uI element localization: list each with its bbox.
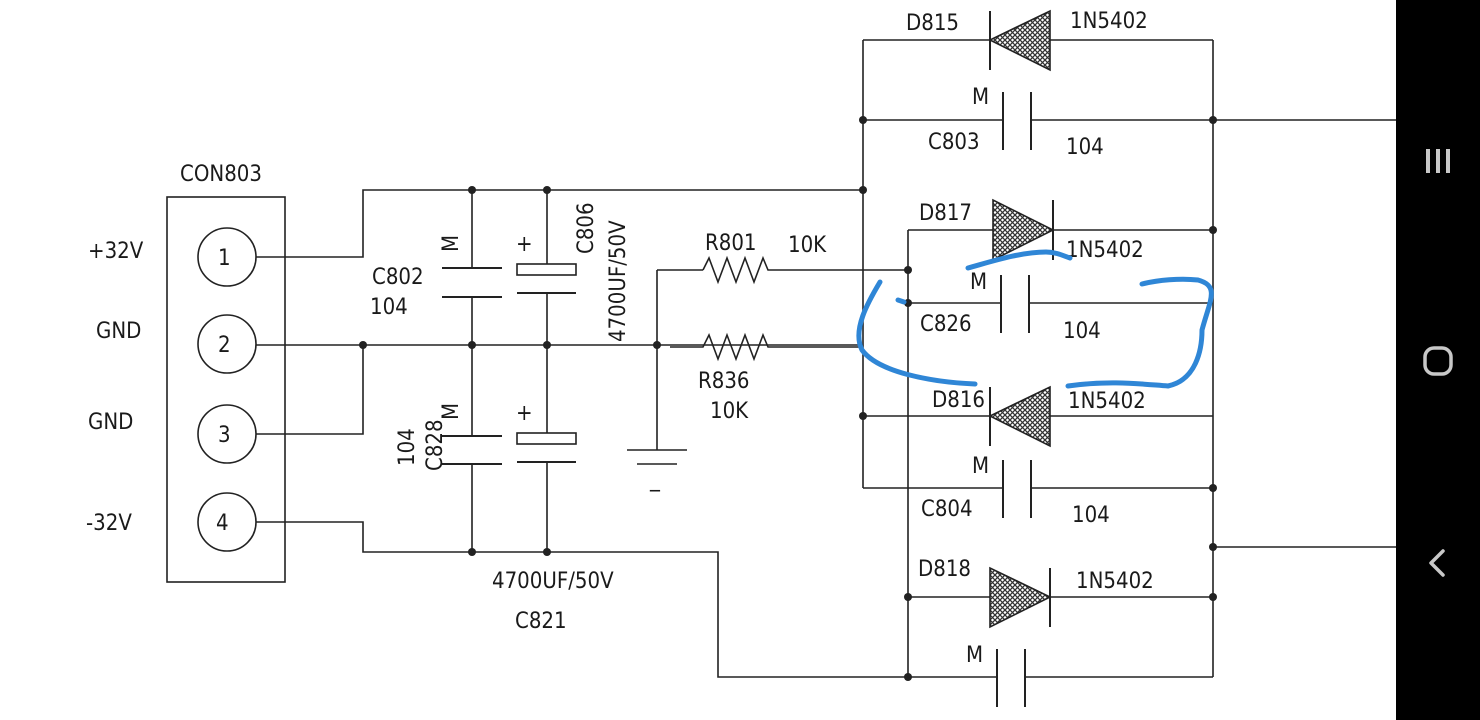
r836-value: 10K [710, 399, 749, 424]
c803-ref: C803 [928, 130, 980, 155]
junction-dots [359, 116, 1217, 681]
capacitor-c828: M C828 104 [395, 403, 502, 471]
c806-polarity: + [516, 232, 533, 257]
ground-label: _ [649, 467, 661, 492]
d816-ref: D816 [932, 388, 985, 413]
c806-ref: C806 [574, 202, 599, 254]
c802-value: 104 [370, 295, 408, 320]
recent-apps-icon [1426, 149, 1450, 173]
c803-value: 104 [1066, 135, 1104, 160]
d818-value: 1N5402 [1076, 569, 1154, 594]
c826-ref: C826 [920, 312, 972, 337]
capacitor-c802: M C802 104 [370, 235, 502, 320]
r801-value: 10K [788, 233, 827, 258]
capacitor-c821: + 4700UF/50V C821 [492, 401, 614, 634]
hand-drawn-annotation [856, 249, 1214, 389]
pin-3-label: 3 [218, 423, 231, 448]
c828-value: 104 [395, 428, 420, 466]
capacitor-c806: + C806 4700UF/50V [516, 202, 631, 342]
net-label-pos32v: +32V [88, 239, 144, 264]
c821-polarity: + [516, 401, 533, 426]
capacitor-c826: M C826 104 [920, 270, 1101, 344]
c804-type: M [972, 454, 989, 479]
recent-apps-button[interactable] [1396, 116, 1480, 206]
d815-ref: D815 [906, 11, 959, 36]
net-label-neg32v: -32V [86, 511, 132, 536]
capacitor-bottom: M [966, 643, 1026, 707]
r801-ref: R801 [705, 231, 757, 256]
c802-ref: C802 [372, 265, 424, 290]
d817-ref: D817 [919, 201, 972, 226]
resistor-r836: R836 10K [670, 332, 773, 424]
ground-symbol: _ [627, 449, 687, 492]
c826-value: 104 [1063, 319, 1101, 344]
d816-value: 1N5402 [1068, 389, 1146, 414]
pin-1-label: 1 [218, 246, 231, 271]
wires [256, 39, 1396, 678]
r836-ref: R836 [698, 369, 750, 394]
c802-type: M [439, 235, 464, 252]
pin-4-label: 4 [216, 511, 229, 536]
pin-2-label: 2 [218, 333, 231, 358]
c826-type: M [970, 270, 987, 295]
connector-ref: CON803 [180, 162, 262, 187]
capacitor-c803: M C803 104 [928, 85, 1104, 160]
diode-d816: D816 1N5402 [932, 385, 1146, 448]
net-label-gnd-3: GND [88, 410, 133, 435]
d818-ref: D818 [918, 557, 971, 582]
c803-type: M [972, 85, 989, 110]
c821-value: 4700UF/50V [492, 569, 614, 594]
diode-d815: D815 1N5402 [906, 9, 1148, 72]
android-navigation-bar [1396, 0, 1480, 720]
d817-value: 1N5402 [1066, 238, 1144, 263]
home-icon [1423, 346, 1453, 376]
capacitor-c804: M C804 104 [921, 454, 1110, 528]
diode-d818: D818 1N5402 [918, 557, 1154, 629]
d815-value: 1N5402 [1070, 9, 1148, 34]
c804-value: 104 [1072, 503, 1110, 528]
back-icon [1429, 549, 1445, 577]
c-bottom-type: M [966, 643, 983, 668]
c806-value: 4700UF/50V [606, 220, 631, 342]
c828-type: M [439, 403, 464, 420]
home-button[interactable] [1396, 316, 1480, 406]
c821-ref: C821 [515, 609, 567, 634]
circuit-schematic: CON803 1 2 3 4 +32V GND GND -32V [86, 9, 1396, 707]
c828-ref: C828 [423, 419, 448, 471]
net-label-gnd-2: GND [96, 319, 141, 344]
resistor-r801: R801 10K [702, 231, 827, 285]
c804-ref: C804 [921, 497, 973, 522]
diode-d817: D817 1N5402 [919, 198, 1144, 263]
connector-con803: CON803 1 2 3 4 +32V GND GND -32V [86, 162, 286, 583]
back-button[interactable] [1396, 518, 1480, 608]
